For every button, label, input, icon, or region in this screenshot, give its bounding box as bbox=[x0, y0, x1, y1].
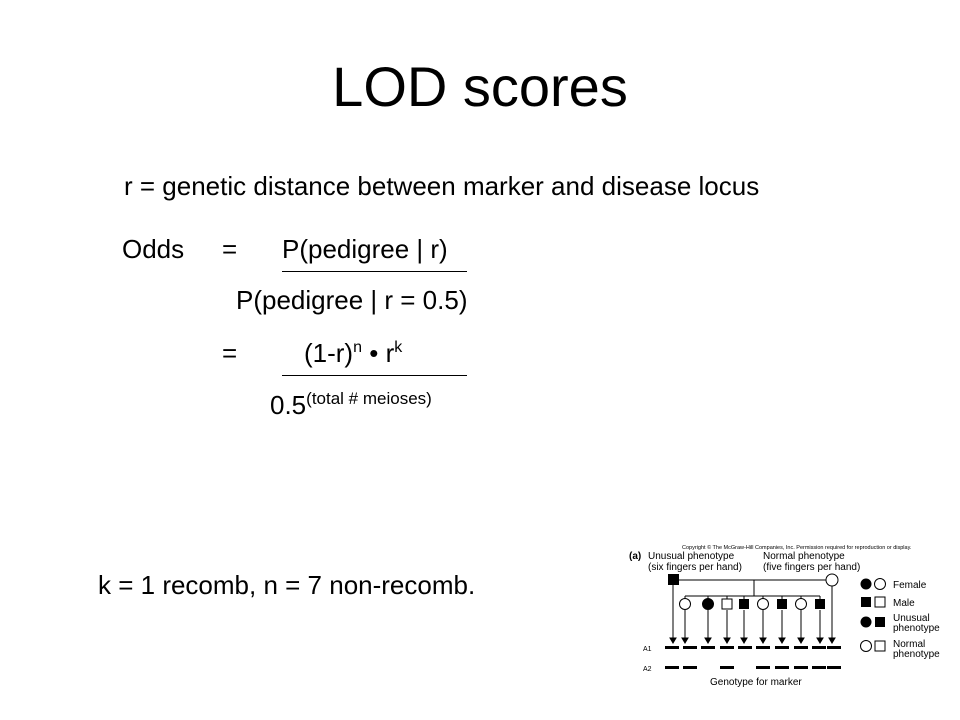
equals-sign-1: = bbox=[222, 234, 238, 264]
allele-a2-label: A2 bbox=[643, 666, 652, 673]
fraction-bar-2 bbox=[282, 375, 467, 376]
denominator-2: 0.5(total # meioses) bbox=[270, 388, 432, 422]
equals-sign-2: = bbox=[222, 338, 238, 368]
child-8-male-affected bbox=[815, 599, 825, 609]
slide-title: LOD scores bbox=[332, 55, 628, 118]
fraction-bar-1 bbox=[282, 271, 467, 272]
legend-normal-label-2: phenotype bbox=[893, 649, 940, 660]
normal-phenotype-sub: (five fingers per hand) bbox=[763, 562, 860, 573]
odds-label: Odds bbox=[122, 234, 185, 264]
normal-phenotype-label: Normal phenotype bbox=[763, 551, 845, 562]
unusual-phenotype-sub: (six fingers per hand) bbox=[648, 562, 742, 573]
legend-normal-square bbox=[874, 640, 886, 652]
child-7-female-normal bbox=[795, 598, 807, 610]
legend-unusual-square bbox=[875, 617, 885, 627]
legend-male-open-square bbox=[874, 596, 886, 608]
legend-normal-label-1: Normal bbox=[893, 639, 925, 650]
legend-unusual-label-1: Unusual bbox=[893, 613, 930, 624]
child-4-male-affected bbox=[739, 599, 749, 609]
legend-normal-circle bbox=[860, 640, 872, 652]
figure-copyright: Copyright © The McGraw-Hill Companies, I… bbox=[682, 544, 912, 551]
numerator-1: P(pedigree | r) bbox=[282, 234, 448, 264]
definition-text: r = genetic distance between marker and … bbox=[124, 171, 760, 201]
numerator-2-exp-k: k bbox=[394, 339, 403, 356]
denominator-2-exp: (total # meioses) bbox=[306, 389, 432, 408]
legend-male-label: Male bbox=[893, 598, 915, 609]
figure-panel-label: (a) bbox=[629, 551, 641, 562]
unusual-phenotype-label: Unusual phenotype bbox=[648, 551, 735, 562]
allele-a1-label: A1 bbox=[643, 646, 652, 653]
denominator-2-base: 0.5 bbox=[270, 390, 307, 420]
legend-female-filled-circle bbox=[860, 578, 872, 590]
legend-male-filled-square bbox=[861, 597, 871, 607]
child-1-female-normal bbox=[679, 598, 691, 610]
numerator-2: (1-r)n • rk bbox=[304, 336, 402, 370]
numerator-2-exp-n: n bbox=[353, 339, 362, 356]
father-affected-square bbox=[668, 574, 679, 585]
marker-a2-row bbox=[665, 666, 841, 669]
numerator-2-base: (1-r) bbox=[304, 338, 354, 368]
marker-caption: Genotype for marker bbox=[710, 677, 802, 688]
legend-unusual-label-2: phenotype bbox=[893, 623, 940, 634]
marker-a1-row bbox=[665, 646, 841, 649]
genotype-arrows bbox=[669, 585, 836, 644]
numerator-2-r: r bbox=[385, 338, 395, 368]
child-5-female-normal bbox=[757, 598, 769, 610]
denominator-1: P(pedigree | r = 0.5) bbox=[236, 285, 468, 315]
legend-female-open-circle bbox=[874, 578, 886, 590]
mother-unaffected-circle bbox=[825, 573, 839, 587]
legend-unusual-circle bbox=[860, 616, 872, 628]
child-6-male-affected bbox=[777, 599, 787, 609]
numerator-2-dot: • bbox=[369, 338, 379, 368]
pedigree-figure: Copyright © The McGraw-Hill Companies, I… bbox=[626, 540, 956, 692]
child-3-male-normal bbox=[721, 598, 733, 610]
child-2-female-affected bbox=[702, 598, 714, 610]
recombination-counts: k = 1 recomb, n = 7 non-recomb. bbox=[98, 570, 476, 600]
legend-female-label: Female bbox=[893, 580, 927, 591]
